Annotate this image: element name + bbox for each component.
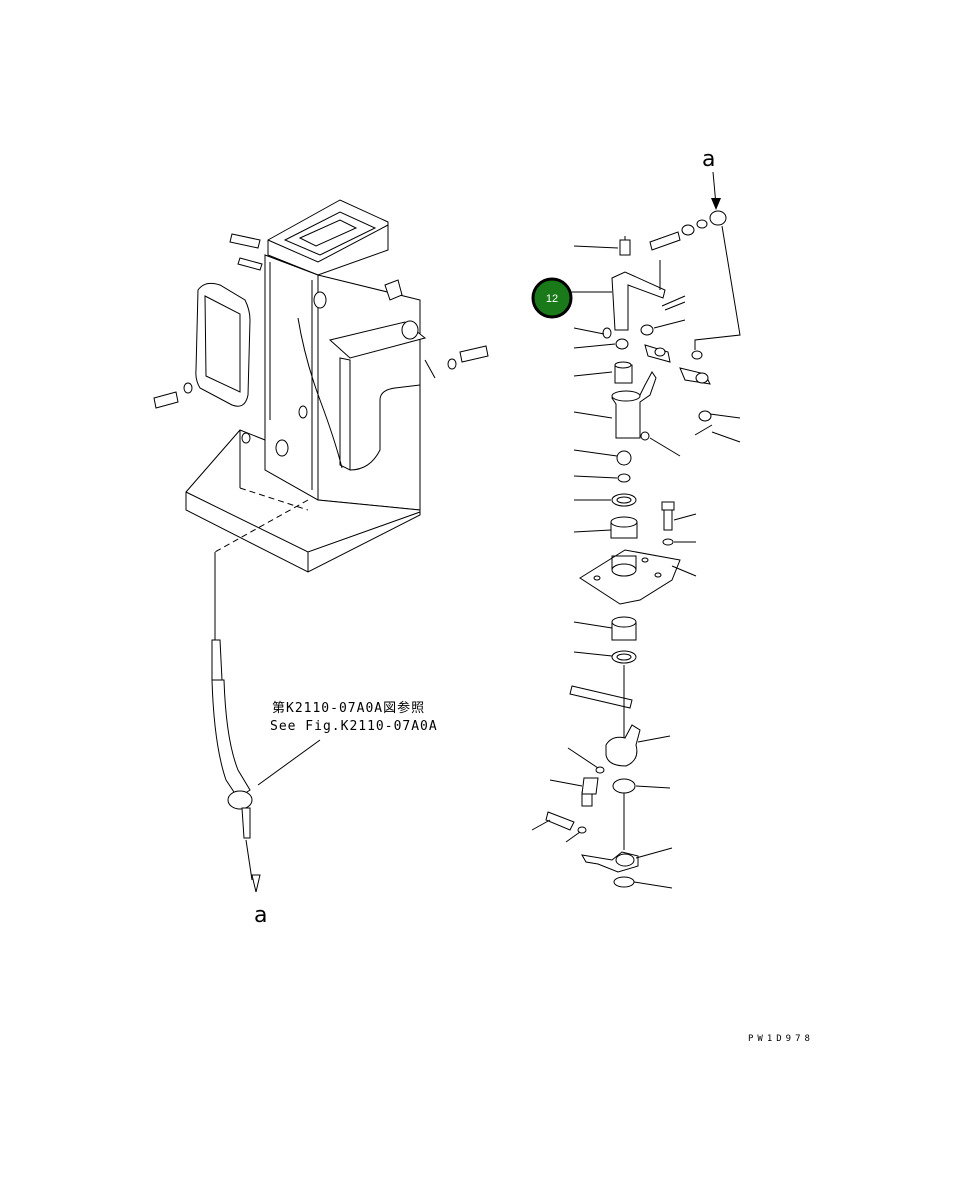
callout-number: 12 [546,293,558,305]
bolt-icon [661,501,675,531]
reference-note-english: See Fig.K2110-07A0A [270,719,438,734]
bolt-icon [153,382,193,409]
ball-joint-icon [649,210,727,251]
reference-note-japanese: 第K2110-07A0A図参照 [272,700,425,716]
callout-circle[interactable] [531,277,573,319]
exploded-parts-stack [531,171,741,889]
console-stand-assembly [153,199,489,893]
connection-label-top: a [702,147,715,172]
bolt-icon [229,233,263,271]
bolt-icon [581,777,599,807]
grease-fitting-icon [619,236,631,256]
connection-label-bottom: a [254,903,267,928]
callout-marker-12[interactable]: 12 [531,277,573,319]
drawing-code: PW1D978 [748,1034,814,1044]
bolt-icon [447,345,489,370]
bolt-icon [545,811,575,831]
